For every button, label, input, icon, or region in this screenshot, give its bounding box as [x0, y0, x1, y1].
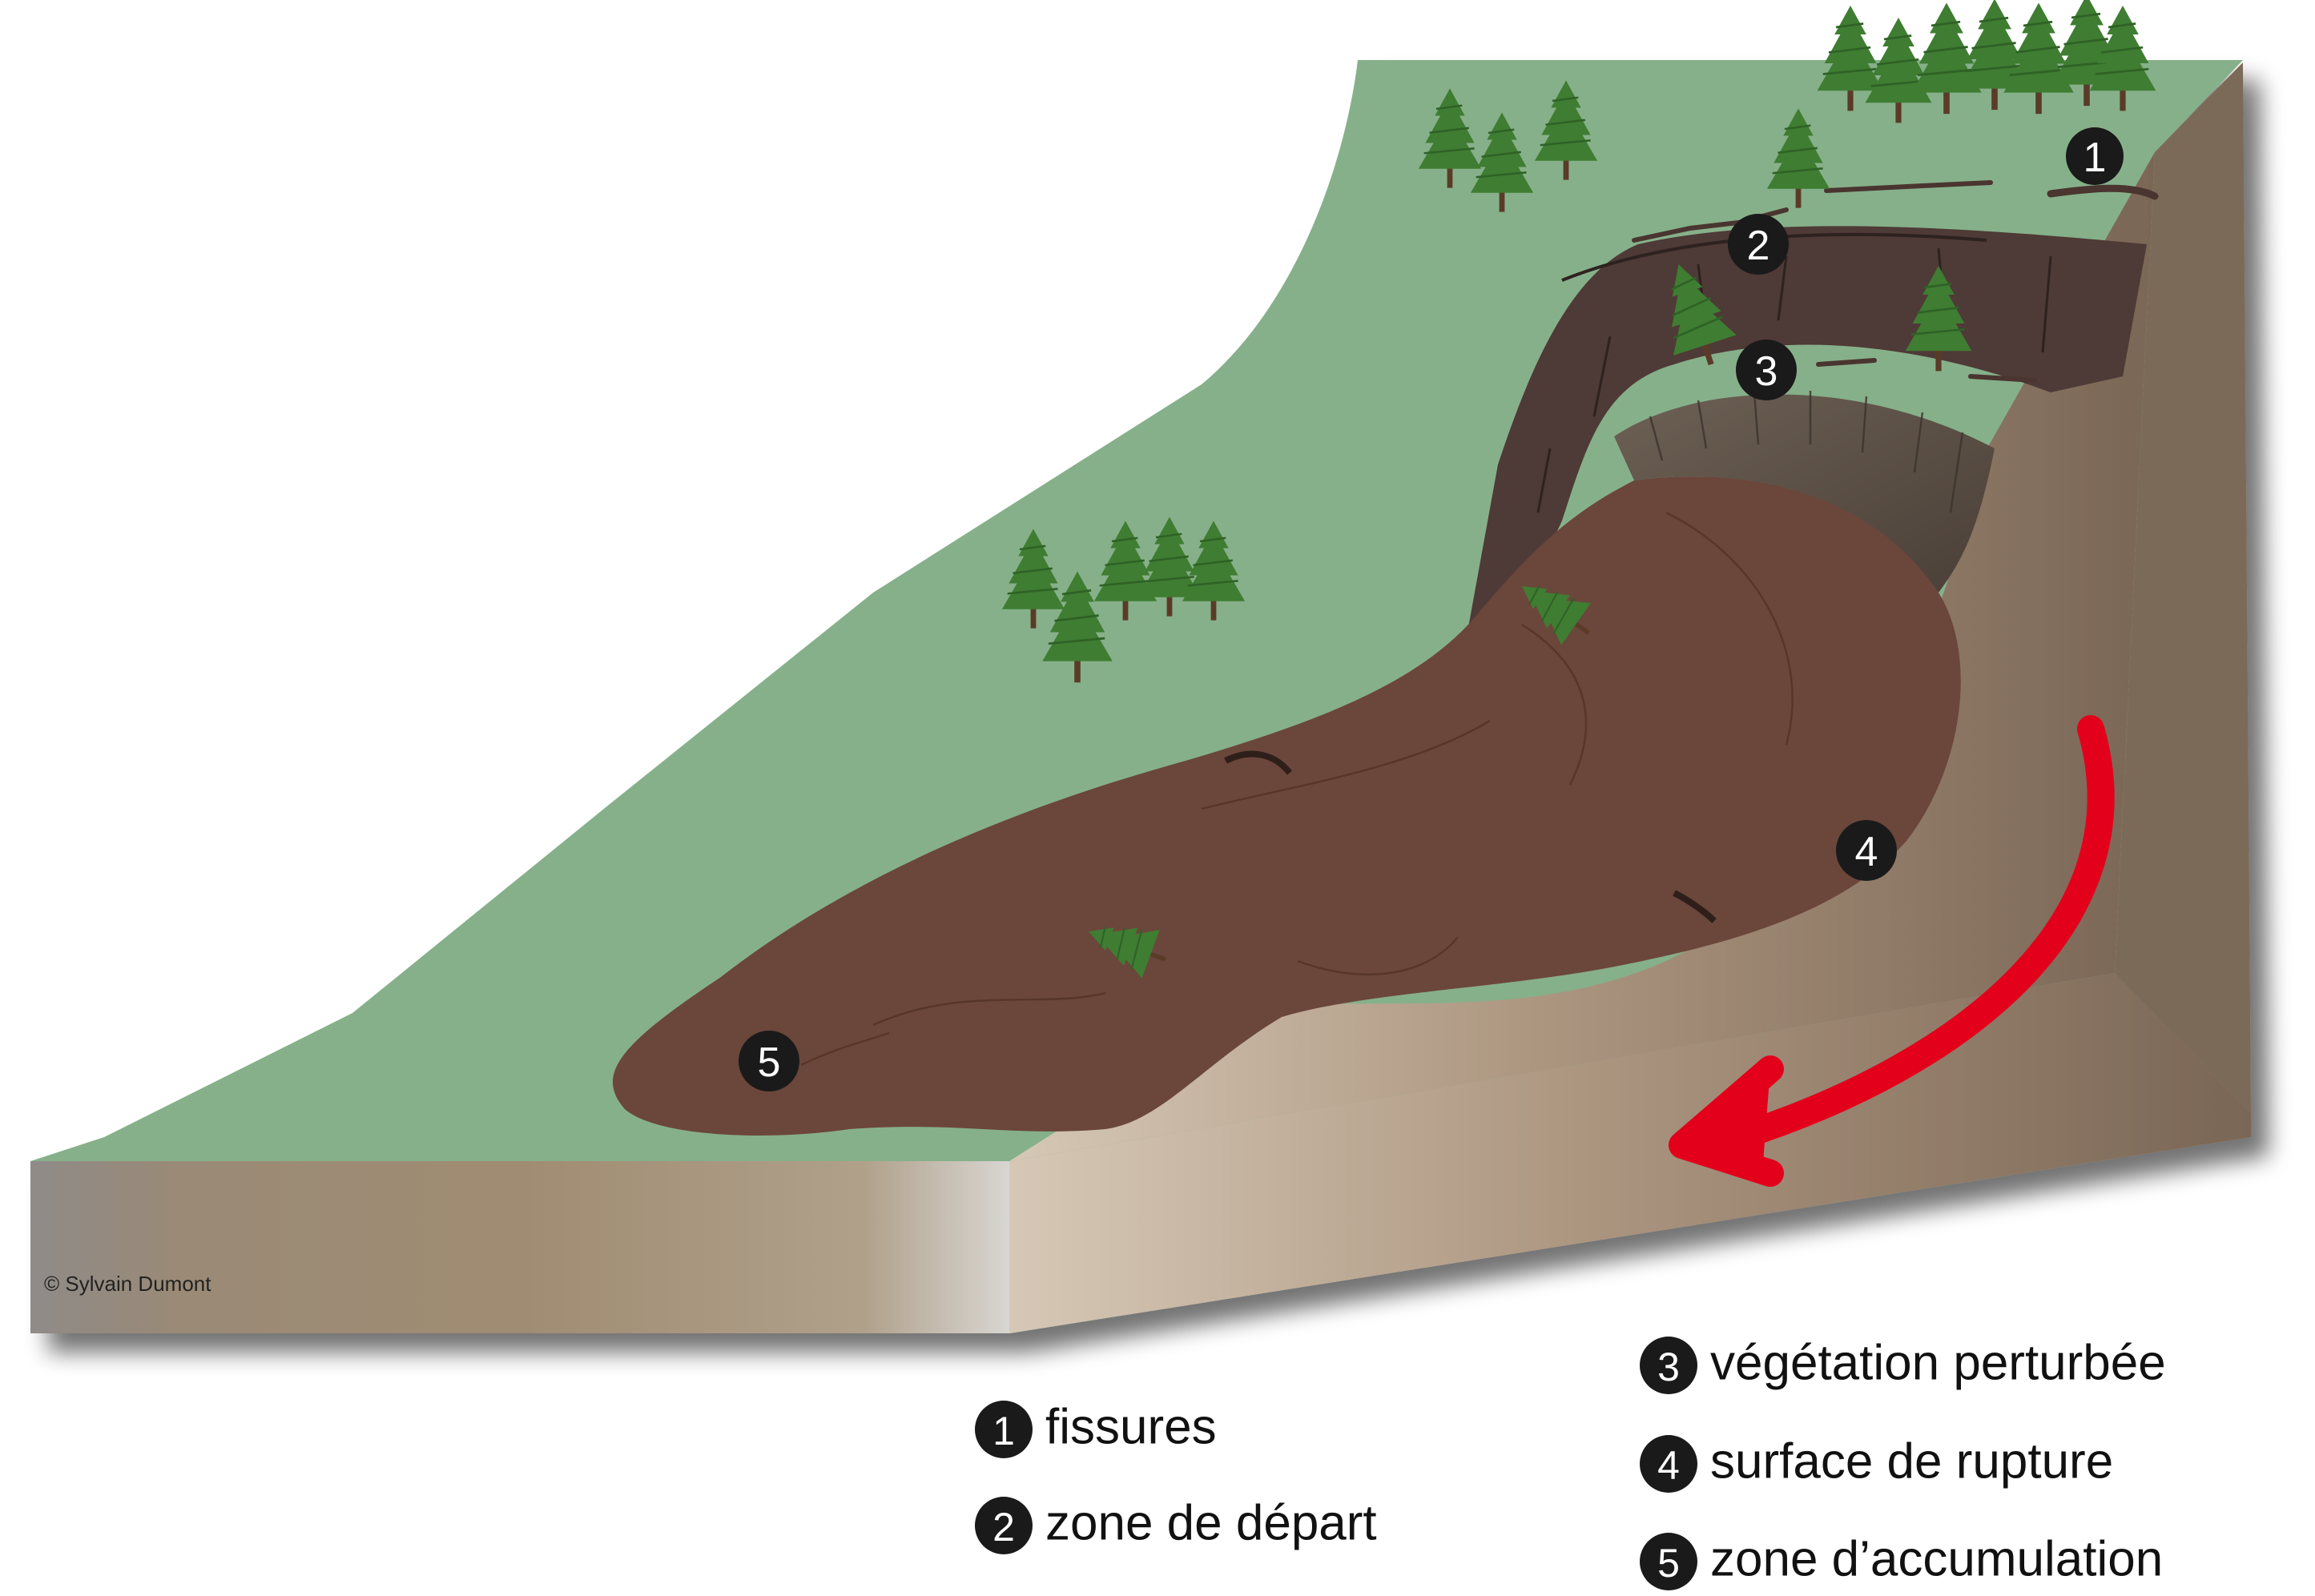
marker-1: 1 [2066, 127, 2124, 185]
legend: 1 fissures 2 zone de départ 3 végétation… [975, 1336, 2166, 1590]
legend-item-2: 2 zone de départ [975, 1496, 1377, 1554]
legend-item-4: 4 surface de rupture [1640, 1434, 2113, 1493]
legend-label: végétation perturbée [1710, 1336, 2166, 1391]
copyright-text: © Sylvain Dumont [44, 1272, 211, 1296]
legend-label: zone d’accumulation [1710, 1532, 2163, 1587]
legend-item-3: 3 végétation perturbée [1640, 1336, 2166, 1394]
marker-2: 2 [1728, 214, 1789, 275]
rupture-surface [1614, 394, 1995, 593]
legend-number: 3 [1657, 1345, 1680, 1389]
back-side-face [2115, 62, 2251, 1113]
legend-number: 2 [992, 1505, 1015, 1550]
front-face [30, 1161, 1009, 1333]
marker-1-label: 1 [2084, 135, 2107, 181]
marker-4: 4 [1836, 820, 1897, 881]
movement-arrow [1669, 715, 2115, 1187]
legend-item-1: 1 fissures [975, 1400, 1217, 1458]
marker-3: 3 [1736, 340, 1797, 400]
scarp-zone [1466, 226, 2147, 641]
legend-item-5: 5 zone d’accumulation [1640, 1532, 2163, 1590]
marker-5-label: 5 [758, 1039, 781, 1086]
side-face [1009, 973, 2251, 1333]
landslide-mass [613, 476, 1961, 1136]
marker-4-label: 4 [1855, 829, 1878, 875]
legend-label: fissures [1045, 1400, 1217, 1455]
rupture-side [1009, 152, 2155, 1161]
legend-number: 1 [992, 1409, 1015, 1453]
legend-label: zone de départ [1045, 1496, 1377, 1551]
legend-number: 4 [1657, 1443, 1680, 1488]
marker-3-label: 3 [1755, 348, 1778, 395]
marker-5: 5 [739, 1031, 799, 1091]
legend-number: 5 [1657, 1541, 1680, 1586]
legend-label: surface de rupture [1710, 1434, 2113, 1489]
marker-2-label: 2 [1747, 223, 1770, 269]
